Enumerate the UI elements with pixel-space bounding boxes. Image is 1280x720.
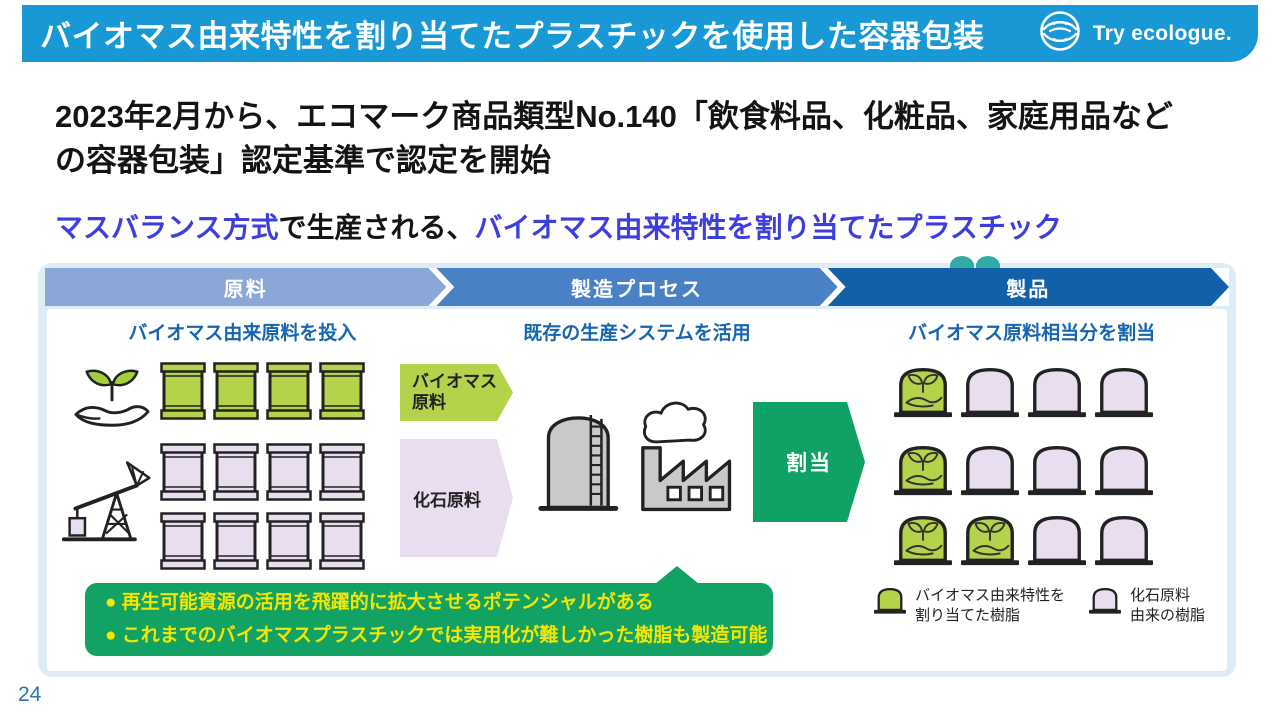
oil-pump-icon	[60, 453, 156, 550]
subtitle-middle: で生産される、	[278, 212, 475, 243]
legend-line: バイオマス由来特性を	[915, 587, 1066, 604]
barrel-row	[160, 443, 365, 506]
legend-item-biomass: バイオマス由来特性を 割り当てた樹脂	[874, 585, 1065, 627]
fossil-barrel	[160, 512, 206, 575]
ecologue-logo-icon	[1038, 9, 1082, 58]
fossil-product-package	[961, 362, 1019, 425]
stage-label: 原料	[223, 278, 268, 301]
stage-sublabel-product: バイオマス原料相当分を割当	[908, 323, 1156, 344]
stage-chevron-raw-material: 原料	[45, 268, 446, 306]
product-grid	[894, 362, 1153, 573]
intro-line-2: の容器包装」認定基準で認定を開始	[55, 143, 551, 179]
product-row	[894, 362, 1153, 425]
biomass-product-package	[894, 362, 952, 425]
header-bar: バイオマス由来特性を割り当てたプラスチックを使用した容器包装 Try ecolo…	[22, 5, 1258, 62]
stage-sublabels: バイオマス由来原料を投入 既存の生産システムを活用 バイオマス原料相当分を割当	[45, 318, 1229, 345]
subtitle-highlight-1: マスバランス方式	[55, 212, 279, 243]
callout-box: ● 再生可能資源の活用を飛躍的に拡大させるポテンシャルがある ● これまでのバイオ…	[85, 583, 773, 656]
product-row	[894, 440, 1153, 503]
barrel-row	[160, 512, 365, 575]
biomass-material-arrow: バイオマス原料	[400, 364, 513, 421]
legend-item-fossil: 化石原料 由来の樹脂	[1089, 585, 1205, 627]
allocation-arrow: 割当	[753, 402, 865, 522]
fossil-barrel	[213, 512, 259, 575]
stage-chevrons: 原料 製造プロセス 製品	[45, 268, 1229, 306]
subtitle-text: マスバランス方式で生産される、バイオマス由来特性を割り当てたプラスチック	[55, 206, 1062, 246]
page-number: 24	[18, 683, 42, 706]
brand-text: Try ecologue.	[1092, 21, 1232, 45]
biomass-barrel	[213, 362, 259, 425]
fossil-barrel	[266, 443, 312, 506]
fossil-barrel	[266, 512, 312, 575]
biomass-product-package	[961, 510, 1019, 573]
fossil-product-package	[1028, 510, 1086, 573]
stage-chevron-product: 製品	[828, 268, 1229, 306]
stage-chevron-manufacturing: 製造プロセス	[436, 268, 837, 306]
legend-fossil-swatch-icon	[1089, 585, 1122, 619]
fossil-barrel	[319, 512, 365, 575]
legend-line: 化石原料	[1130, 587, 1191, 604]
legend-label: 化石原料 由来の樹脂	[1130, 585, 1205, 627]
legend-line: 割り当てた樹脂	[915, 607, 1021, 625]
legend-biomass-swatch-icon	[874, 585, 906, 619]
callout-bullet: ● これまでのバイオマスプラスチックでは実用化が難しかった樹脂も製造可能	[105, 624, 768, 646]
barrel-grid	[160, 362, 365, 575]
biomass-barrel	[160, 362, 206, 425]
intro-text: 2023年2月から、エコマーク商品類型No.140「飲食料品、化粧品、家庭用品な…	[55, 95, 1173, 183]
stage-label: 製品	[1006, 278, 1051, 301]
page-title: バイオマス由来特性を割り当てたプラスチックを使用した容器包装	[40, 19, 985, 54]
diagram-panel: 原料 製造プロセス 製品 バイオマス由来原料を投入 既存の生産システムを活用 バ…	[38, 256, 1236, 677]
fossil-product-package	[1095, 362, 1153, 425]
sprout-hand-icon	[68, 359, 156, 440]
fossil-material-arrow: 化石原料	[400, 439, 513, 557]
legend: バイオマス由来特性を 割り当てた樹脂 化石原料 由来の樹脂	[874, 585, 1205, 627]
biomass-product-package	[894, 440, 952, 503]
legend-label: バイオマス由来特性を 割り当てた樹脂	[915, 585, 1065, 627]
subtitle-highlight-2: バイオマス由来特性を割り当てたプラスチック	[474, 212, 1062, 243]
callout-pointer	[655, 566, 699, 584]
callout-bullet: ● 再生可能資源の活用を飛躍的に拡大させるポテンシャルがある	[105, 592, 654, 614]
fossil-product-package	[1095, 510, 1153, 573]
biomass-barrel	[319, 362, 365, 425]
fossil-barrel	[160, 443, 206, 506]
legend-line: 由来の樹脂	[1130, 607, 1206, 625]
product-row	[894, 510, 1153, 573]
barrel-row	[160, 362, 365, 425]
biomass-barrel	[266, 362, 312, 425]
fossil-product-package	[1028, 362, 1086, 425]
fossil-product-package	[961, 440, 1019, 503]
callout-bullet-list: ● 再生可能資源の活用を飛躍的に拡大させるポテンシャルがある ● これまでのバイオ…	[85, 583, 787, 656]
fossil-product-package	[1028, 440, 1086, 503]
brand: Try ecologue.	[1038, 9, 1232, 58]
fossil-product-package	[1095, 440, 1153, 503]
stage-sublabel-manufacturing: 既存の生産システムを活用	[523, 323, 751, 344]
fossil-barrel	[319, 443, 365, 506]
intro-line-1: 2023年2月から、エコマーク商品類型No.140「飲食料品、化粧品、家庭用品な…	[55, 99, 1173, 134]
factory-icon	[535, 391, 742, 523]
stage-sublabel-raw-material: バイオマス由来原料を投入	[128, 323, 357, 344]
biomass-product-package	[894, 510, 952, 573]
fossil-barrel	[213, 443, 259, 506]
stage-label: 製造プロセス	[570, 278, 703, 301]
